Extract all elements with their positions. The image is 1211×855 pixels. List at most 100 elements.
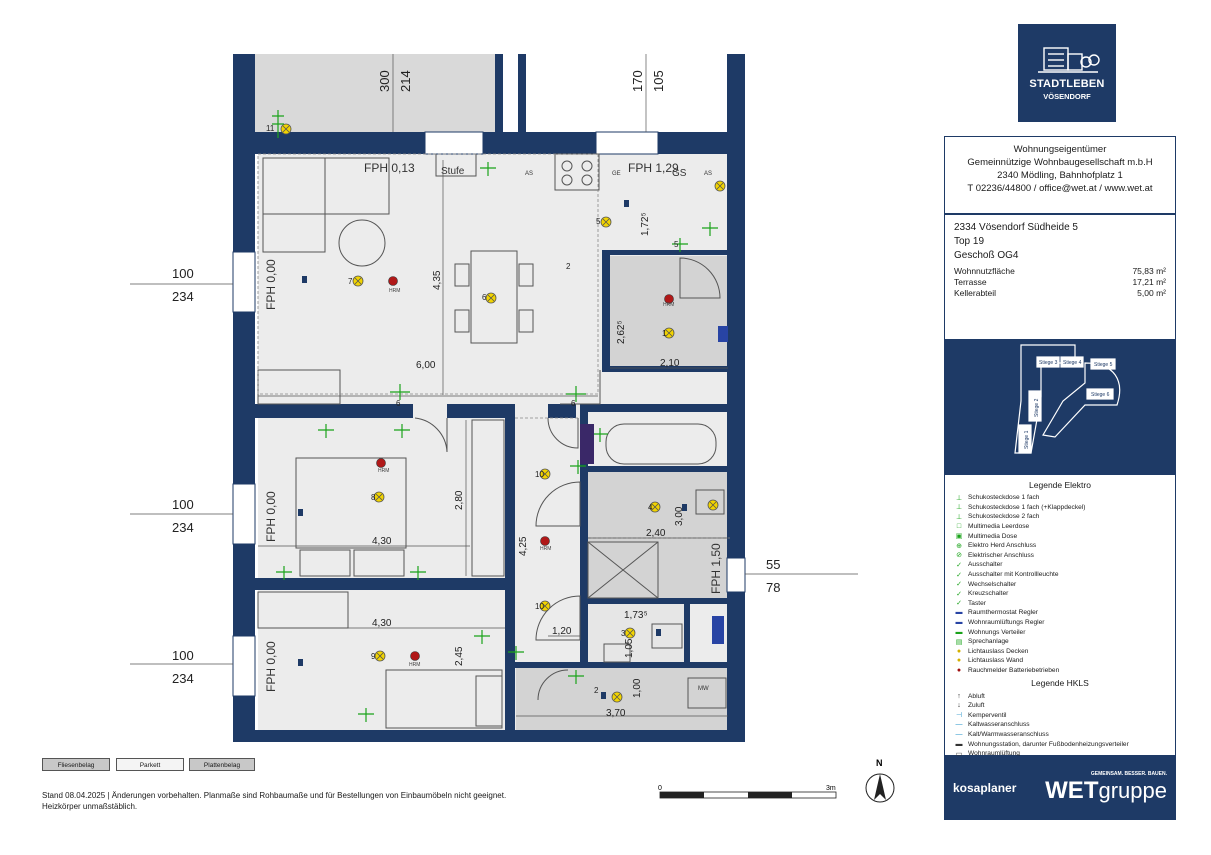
as-label-1: AS [525, 171, 533, 177]
keymap-label-4: Stiege 2 [1034, 398, 1040, 417]
gs-label: GS [672, 168, 687, 179]
unit-top: Top 19 [954, 236, 985, 247]
legend-symbol-icon: ↓ [957, 702, 961, 710]
legend-hkls-item: — Kalt/Warmwasseranschluss [953, 730, 1167, 740]
legend-elektro-label: Ausschalter [968, 561, 1003, 569]
dim-corridor: 4,25 [518, 536, 529, 556]
legend-elektro-label: Wechselschalter [968, 580, 1017, 588]
dim-living-width: 6,00 [416, 360, 436, 371]
unit-address: 2334 Vösendorf Südheide 5 [954, 222, 1078, 233]
ceiling-light-cross [354, 277, 362, 285]
smoke-detectors [376, 276, 674, 661]
owner-panel: Wohnungseigentümer Gemeinnützige Wohnbau… [944, 136, 1176, 214]
legend-symbol-icon: ⊘ [956, 552, 962, 560]
legend-symbol-icon: ▣ [955, 533, 963, 541]
legend-elektro-item: ▬Wohnungs Verteiler [953, 627, 1167, 637]
legend-hkls-title: Legende HKLS [1031, 678, 1089, 689]
ceiling-light-cross [626, 629, 634, 637]
legend-elektro-item: □ Multimedia Leerdose [953, 522, 1167, 532]
circuit-number: 2 [566, 262, 571, 271]
dim-wc2-depth: 1,05 [624, 638, 635, 658]
fph-bath: FPH 1,50 [709, 543, 723, 594]
north-label: N [876, 758, 883, 768]
legend-symbol-icon: ● [956, 647, 962, 655]
legend-hkls-label: Wohnungsstation, darunter Fußbodenheizun… [968, 740, 1129, 748]
legend-elektro-item: ▤Sprechanlage [953, 637, 1167, 647]
legend-symbol-icon: ⊣ [955, 712, 963, 720]
legend-hkls-item: ▬ Wohnungsstation, darunter Fußbodenheizu… [953, 739, 1167, 749]
legend-symbol-icon: ▬ [955, 740, 963, 748]
smoke-detector-icon [388, 276, 398, 286]
ceiling-light-cross [282, 125, 290, 133]
ceiling-light-cross [716, 182, 724, 190]
legend-elektro-item: ⊥ Schukosteckdose 1 fach (+Klappdeckel) [953, 503, 1167, 513]
windows [232, 131, 746, 697]
legend-hkls-list: ↑Abluft↓Zuluft⊣Kemperventil—Kaltwasseran… [953, 691, 1167, 758]
legend-symbol-icon: ⊥ [955, 504, 963, 512]
keymap-label-1: Stiege 3 [1039, 360, 1058, 366]
legend-elektro-label: Multimedia Leerdose [968, 523, 1030, 531]
owner-contact: T 02236/44800 / office@wet.at / www.wet.… [967, 183, 1153, 194]
legend-hkls-label: Abluft [968, 692, 985, 700]
fph-room2: FPH 0,00 [264, 641, 278, 692]
dim-corridor-width: 1,20 [552, 626, 572, 637]
legend-symbol-icon: ✓ [956, 581, 962, 589]
circuit-number: 3 [621, 629, 626, 638]
legend-symbol-icon: ✓ [956, 600, 962, 608]
circuit-number: 5 [596, 217, 601, 226]
unit-info-panel: 2334 Vösendorf Südheide 5 Top 19 Geschoß… [944, 214, 1176, 340]
ceiling-light-cross [376, 652, 384, 660]
legend-hkls-item: ↓ Zuluft [953, 701, 1167, 711]
fph-kitchen: FPH 1,29 [628, 161, 679, 175]
legend-elektro-item: ●Lichtauslass Wand [953, 656, 1167, 666]
smoke-detector-icon [664, 294, 674, 304]
dim-wc-depth: 2,62⁵ [616, 320, 627, 344]
side-dim-1b: 234 [172, 289, 194, 304]
legend-symbol-icon: ● [956, 657, 962, 665]
kosaplaner-logo: kosaplaner [953, 781, 1017, 795]
fph-bedroom: FPH 0,00 [264, 491, 278, 542]
legend-elektro-item: ●Rauchmelder Batteriebetrieben [953, 666, 1167, 676]
legend-elektro-label: Wohnraumlüftungs Regler [968, 619, 1045, 627]
side-dim-2b: 234 [172, 520, 194, 535]
dim-living-depth: 4,35 [432, 270, 443, 290]
interior-walls [255, 250, 730, 740]
legend-symbol-icon: ↑ [957, 692, 961, 700]
circuit-number: 10 [535, 602, 544, 611]
scale-end: 3m [826, 785, 836, 792]
legend-hkls-label: Zuluft [968, 702, 985, 710]
legend-symbol-icon: ⊕ [956, 542, 962, 550]
legend-symbol-icon: — [955, 721, 963, 729]
area-value: 17,21 m² [1132, 277, 1166, 287]
legend-hkls-item: ⊣Kemperventil [953, 710, 1167, 720]
dim-bath-depth: 3,00 [674, 506, 685, 526]
legend-elektro-label: Schukosteckdose 2 fach [968, 513, 1040, 521]
smoke-detector-icon [410, 651, 420, 661]
legend-symbol-icon: ● [956, 666, 962, 674]
legend-symbol-icon: □ [956, 523, 962, 531]
legend-elektro-item: ✓ Ausschalter [953, 560, 1167, 570]
socket-symbols [272, 110, 718, 722]
legend-symbol-icon: ✓ [956, 561, 962, 569]
ge-label: GE [612, 171, 621, 177]
hrm-label-4: HRM [540, 546, 551, 552]
legend-symbol-icon: — [955, 730, 963, 738]
dim-bedroom-width: 4,30 [372, 536, 392, 547]
dim-bath-width: 2,40 [646, 528, 666, 539]
step-label: Stufe [441, 166, 465, 177]
legend-hkls-label: Wohnraumlüftung [968, 750, 1020, 758]
legend-elektro-label: Raumthermostat Regler [968, 609, 1038, 617]
footer-logos: kosaplaner GEMEINSAM. BESSER. BAUEN. WET… [944, 756, 1176, 820]
circuit-number: 2 [594, 686, 599, 695]
ceiling-lights [280, 123, 726, 703]
circuit-number: 10 [535, 470, 544, 479]
ceiling-light-cross [602, 218, 610, 226]
owner-name: Gemeinnützige Wohnbaugesellschaft m.b.H [967, 157, 1153, 168]
wet-logo-sub: gruppe [1098, 778, 1167, 803]
mw-label: MW [698, 686, 709, 692]
legend-elektro-label: Schukosteckdose 1 fach (+Klappdeckel) [968, 503, 1086, 511]
ceiling-light-cross [651, 503, 659, 511]
legend-hkls-label: Kalt/Warmwasseranschluss [968, 730, 1049, 738]
